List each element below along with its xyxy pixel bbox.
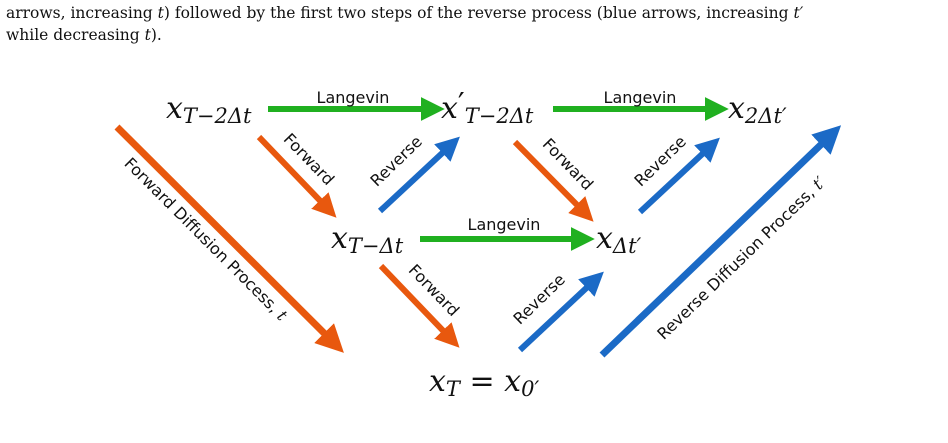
node-subscript: 0′ [521,377,539,401]
figure-caption: arrows, increasing t) followed by the fi… [6,2,942,46]
node-base: x [429,364,446,399]
caption-text: ) followed by the first two steps of the… [163,4,794,22]
node-subscript: T [446,377,462,401]
caption-var-t: t [144,26,151,44]
reverse-diffusion-label-text: Reverse Diffusion Process, [653,180,822,344]
node-subscript: T−Δt [348,234,404,258]
caption-line-1: arrows, increasing t) followed by the fi… [6,2,942,24]
node-base: x [166,91,183,126]
node-x-T-minus-2dt: xT−2Δt [166,91,252,128]
reverse-label-1: Reverse [366,132,425,190]
node-subscript: T−2Δt [465,104,534,128]
node-xprime-T-minus-2dt: x′T−2Δt [441,87,534,128]
langevin-label-top-left: Langevin [317,88,390,107]
node-base: x [441,91,458,126]
forward-label-3: Forward [405,260,463,319]
forward-arrow-1 [256,134,337,218]
reverse-label-3: Reverse [509,270,568,328]
forward-diffusion-label: Forward Diffusion Process, t [121,154,292,325]
node-subscript: 2Δt′ [744,104,787,128]
caption-text: arrows, increasing [6,4,158,22]
reverse-arrow-1 [377,136,460,214]
forward-arrow-3 [378,263,460,348]
node-base: x [331,221,348,256]
reverse-diffusion-label: Reverse Diffusion Process, t′ [653,172,829,343]
forward-diffusion-arrow [114,124,344,353]
forward-diffusion-label-text: Forward Diffusion Process, [121,154,287,320]
reverse-diffusion-arrow [599,125,842,358]
node-x-T-equals-x-0prime: xT = x0′ [429,364,539,401]
caption-line-2: while decreasing t). [6,24,942,46]
langevin-label-middle: Langevin [468,215,541,234]
node-x-dtprime: xΔt′ [596,221,642,258]
forward-arrow-2 [512,139,594,222]
node-base: x [728,91,745,126]
node-base: x [596,221,613,256]
node-base: x [504,364,521,399]
reverse-arrow-3 [517,271,604,353]
node-equals: = [460,364,504,399]
node-x-T-minus-dt: xT−Δt [331,221,404,258]
caption-var-tprime: t′ [793,4,804,22]
caption-var-t: t [157,4,164,22]
caption-text: while decreasing [6,26,145,44]
node-prime: ′ [458,87,465,122]
forward-label-1: Forward [280,129,338,188]
node-subscript: T−2Δt [183,104,252,128]
node-subscript: Δt′ [612,234,642,258]
forward-label-2: Forward [539,134,597,193]
reverse-label-2: Reverse [630,132,689,190]
caption-text: ). [150,26,162,44]
node-x-2dtprime: x2Δt′ [728,91,787,128]
langevin-label-top-right: Langevin [604,88,677,107]
reverse-arrow-2 [637,137,720,215]
